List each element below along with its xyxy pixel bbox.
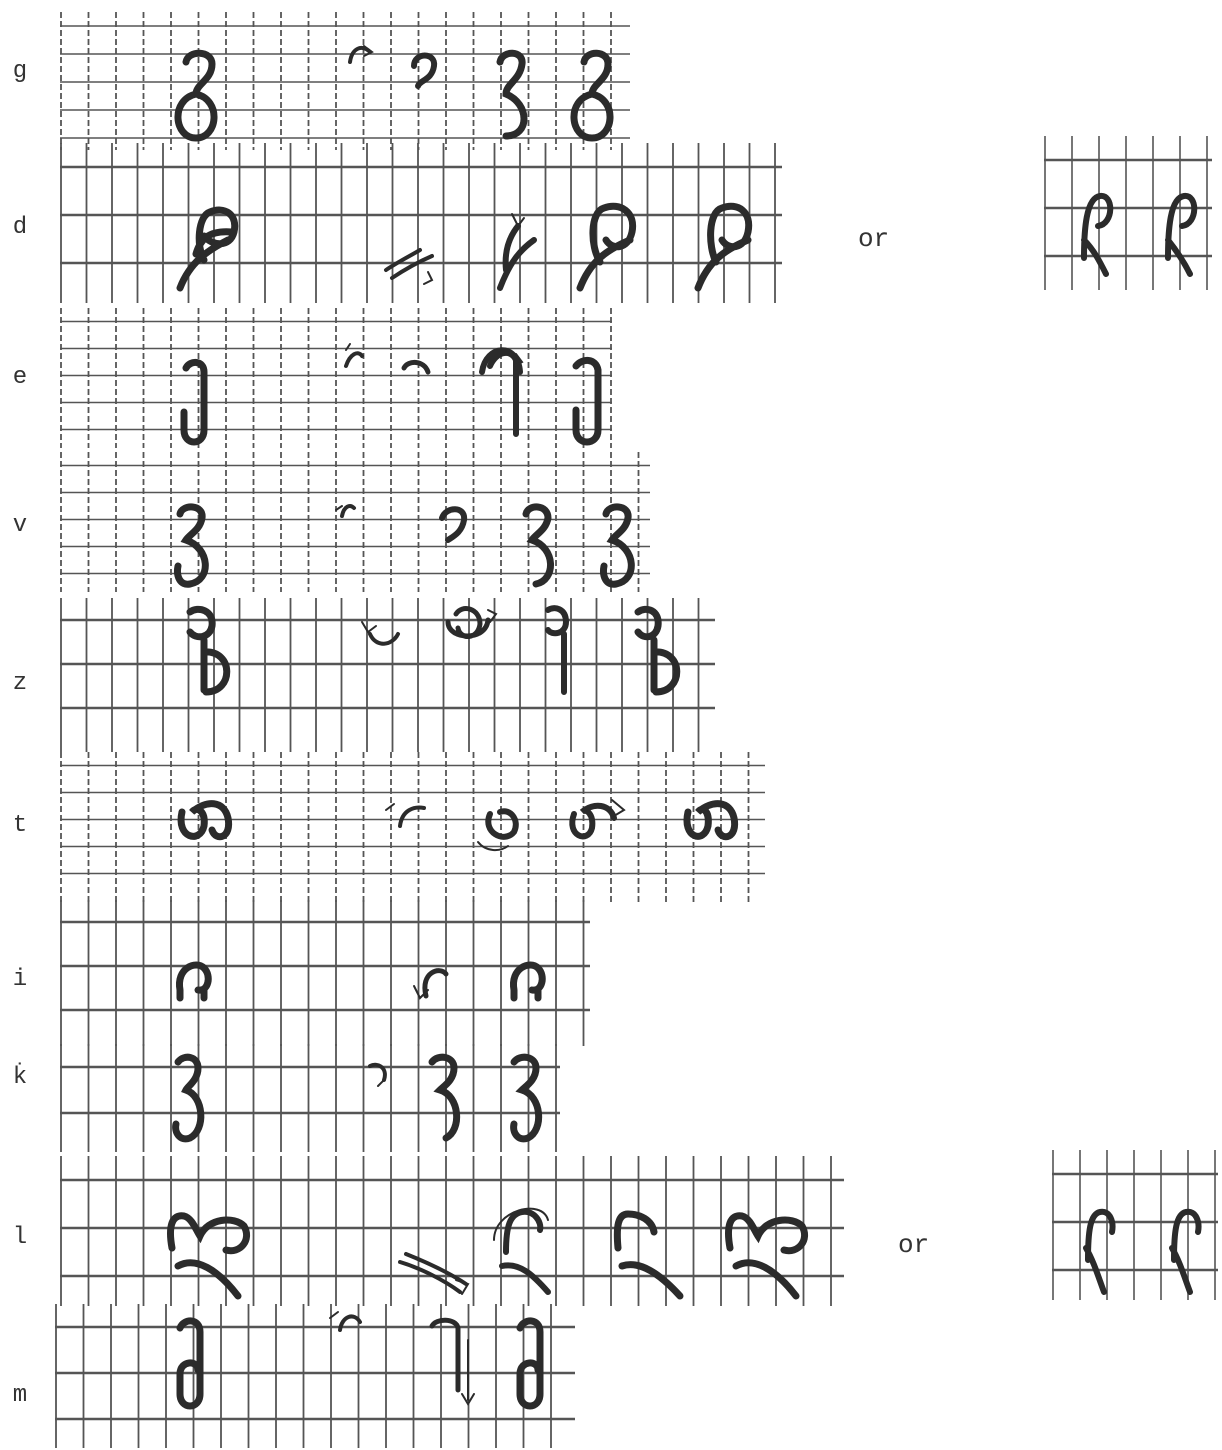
georgian-letter-eni <box>184 362 204 442</box>
stroke-step-1 <box>346 344 362 366</box>
georgian-letter-doni <box>180 210 235 288</box>
stroke-step-3 <box>482 350 522 434</box>
stroke-step-2 <box>442 509 464 540</box>
stroke-step-3 <box>520 1321 540 1406</box>
georgian-letter-zeni <box>190 609 227 692</box>
stroke-step-3 <box>548 608 566 692</box>
stroke-step-2 <box>414 56 434 87</box>
stroke-step-4 <box>698 206 749 288</box>
georgian-letter-vini <box>178 507 206 584</box>
stroke-step-3 <box>500 53 524 136</box>
stroke-step-2 <box>432 1057 457 1138</box>
stroke-step-4 <box>576 360 598 442</box>
stroke-step-3 <box>572 800 624 836</box>
georgian-letter-ini <box>179 965 208 998</box>
stroke-step-3 <box>617 1214 680 1296</box>
stroke-step-4 <box>729 1216 805 1296</box>
stroke-step-2 <box>494 1209 548 1292</box>
stroke-step-4 <box>574 53 610 138</box>
stroke-step-1 <box>386 804 424 826</box>
georgian-letter-gani <box>178 53 214 138</box>
stroke-step-1 <box>414 971 446 998</box>
georgian-letter-tani <box>181 804 229 837</box>
stroke-step-1 <box>330 1312 360 1330</box>
stroke-step-1 <box>350 46 372 62</box>
stroke-step-3 <box>514 1057 539 1139</box>
stroke-step-2 <box>513 965 542 998</box>
alt-letter-doni <box>1084 196 1194 274</box>
stroke-step-1 <box>386 250 432 284</box>
stroke-step-3 <box>526 507 551 584</box>
stroke-step-2 <box>404 362 428 372</box>
stroke-step-1 <box>336 506 354 516</box>
alt-letter-lasi <box>1086 1212 1199 1292</box>
stroke-step-2 <box>500 214 534 288</box>
georgian-letter-kani <box>176 1057 201 1139</box>
stroke-step-1 <box>400 1254 468 1294</box>
stroke-step-4 <box>638 609 677 692</box>
stroke-step-2 <box>448 609 496 637</box>
stroke-step-2 <box>432 1320 474 1404</box>
stroke-step-1 <box>370 1065 385 1086</box>
stroke-step-2 <box>478 811 516 850</box>
georgian-letter-mani <box>180 1321 200 1406</box>
stroke-step-4 <box>687 804 735 837</box>
stroke-step-1 <box>362 622 398 644</box>
stroke-step-3 <box>580 206 633 288</box>
stroke-step-4 <box>604 507 632 584</box>
georgian-letter-lasi <box>171 1216 247 1296</box>
